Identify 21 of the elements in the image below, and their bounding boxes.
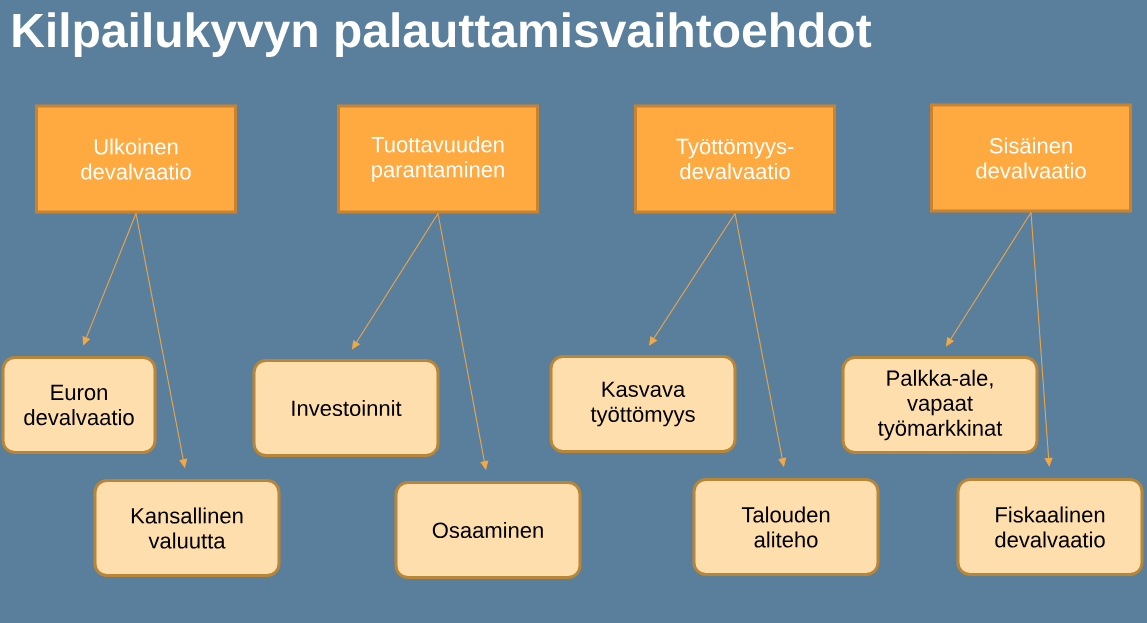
option-box: Osaaminen [394,481,582,579]
option-box: Investoinnit [252,359,440,457]
arrow [135,213,188,468]
arrow [946,212,1032,347]
arrow [649,213,736,346]
category-box: Tuottavuuden parantaminen [337,104,539,214]
option-box: Kansallinen valuutta [93,479,281,577]
category-box: Sisäinen devalvaatio [930,103,1132,213]
option-box: Fiskaalinen devalvaatio [956,478,1144,576]
option-box: Kasvava työttömyys [549,355,737,453]
arrow [437,213,489,470]
option-box: Talouden aliteho [692,478,880,576]
category-box: Työttömyys- devalvaatio [634,104,836,214]
arrow [352,213,439,350]
category-box: Ulkoinen devalvaatio [35,104,237,214]
arrow [734,213,787,467]
arrow [82,213,137,346]
title: Kilpailukyvyn palauttamisvaihtoehdot [13,12,872,57]
option-box: Palkka-ale, vapaat työmarkkinat [841,356,1039,454]
arrow [1030,212,1053,467]
option-box: Euron devalvaatio [1,356,157,454]
